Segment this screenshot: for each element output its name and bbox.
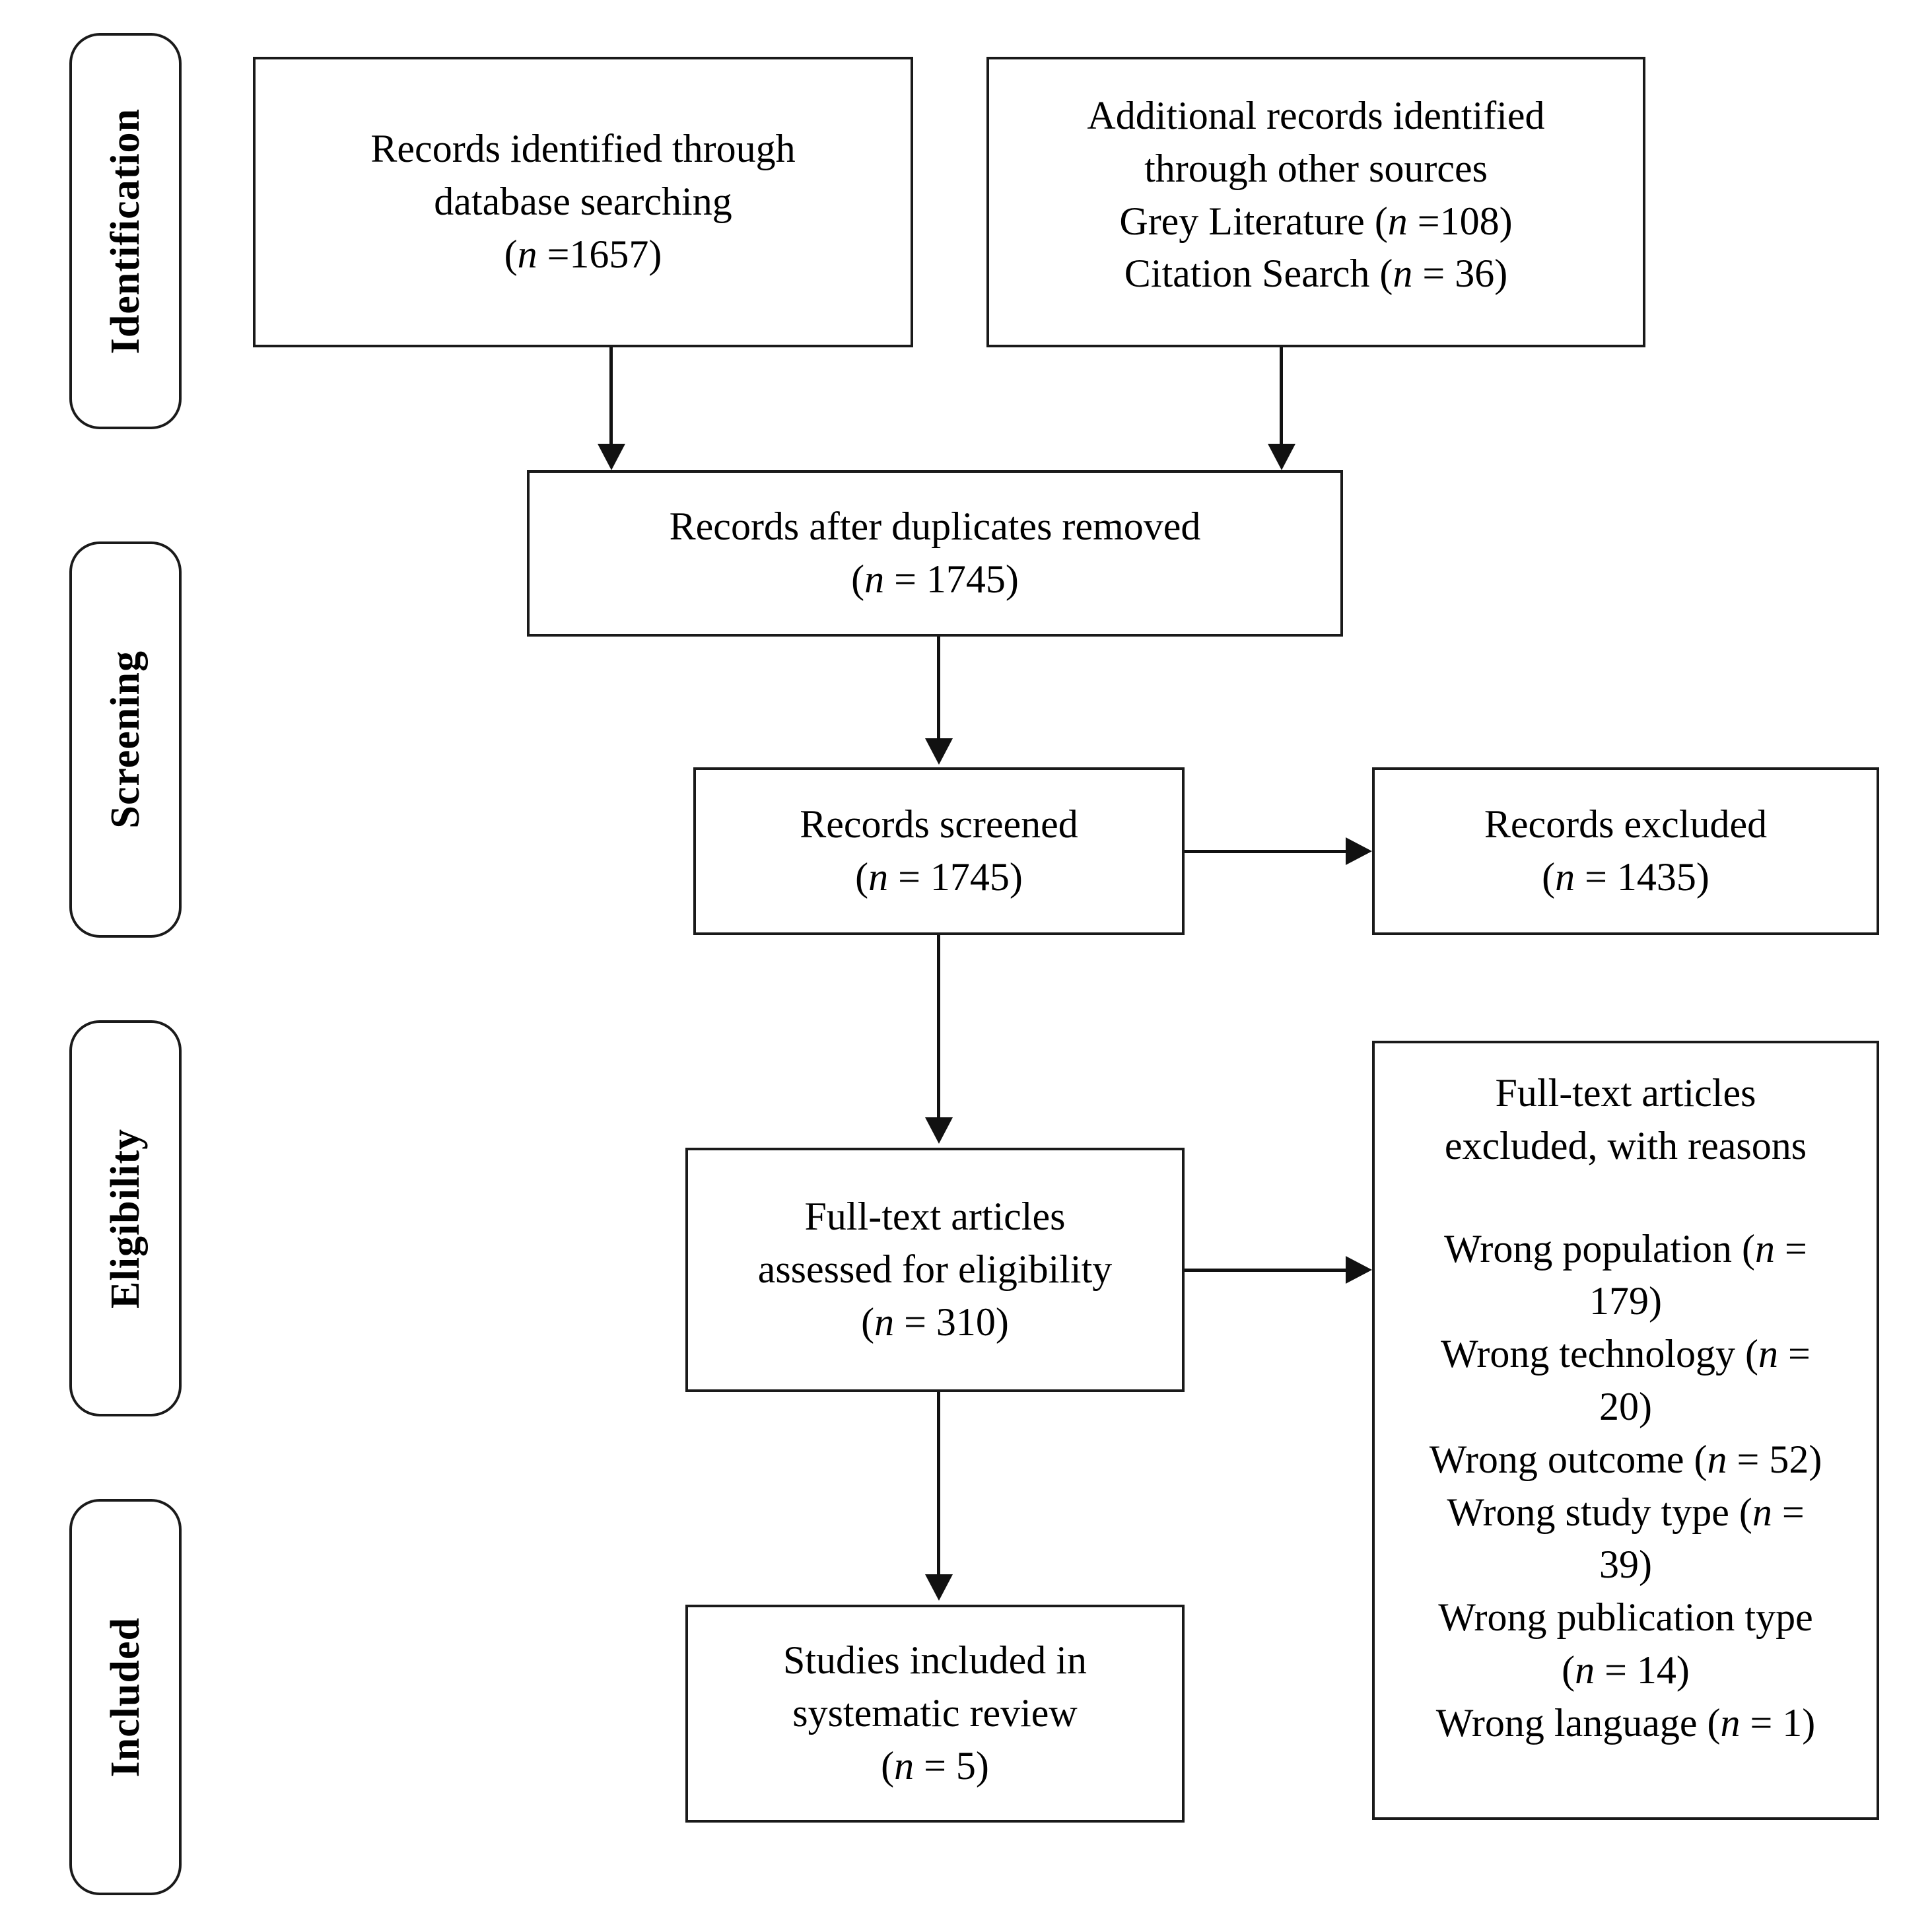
box-fulltext-excluded-reasons: Full-text articles excluded, with reason… (1372, 1041, 1879, 1820)
reason-wrong-population-cont: 179) (1589, 1279, 1662, 1323)
reason-wrong-study-type: Wrong study type (n = (1447, 1490, 1805, 1534)
stage-pill-eligibility: Eligibility (69, 1020, 182, 1416)
box-records-after-duplicates: Records after duplicates removed (n = 17… (527, 470, 1343, 637)
reason-wrong-outcome: Wrong outcome (n = 52) (1429, 1437, 1822, 1481)
fulltext-excluded-heading-1: Full-text articles (1495, 1071, 1756, 1115)
records-excluded-line-1: Records excluded (1484, 802, 1768, 847)
records-identified-count: (n =1657) (504, 232, 662, 276)
connector-screened-to-fulltext (937, 935, 940, 1120)
box-fulltext-assessed: Full-text articles assessed for eligibil… (685, 1148, 1185, 1392)
additional-records-line-1: Additional records identified (1087, 94, 1545, 137)
fulltext-assessed-line-1: Full-text articles (804, 1195, 1066, 1239)
box-records-screened: Records screened (n = 1745) (693, 767, 1185, 935)
stage-pill-identification: Identification (69, 33, 182, 429)
stage-label-screening: Screening (103, 650, 148, 829)
connector-screened-to-excluded (1185, 850, 1347, 853)
records-identified-line-1: Records identified through (370, 127, 796, 171)
arrowhead-additional-to-dedup (1268, 444, 1295, 470)
connector-identified-to-dedup (609, 347, 613, 448)
connector-fulltext-to-included (937, 1392, 940, 1577)
box-records-identified: Records identified through database sear… (253, 57, 913, 347)
after-duplicates-line-1: Records after duplicates removed (669, 505, 1201, 549)
reason-wrong-publication-type: Wrong publication type (1438, 1595, 1813, 1640)
arrowhead-fulltext-to-reasons (1346, 1256, 1372, 1284)
records-excluded-count: (n = 1435) (1542, 855, 1709, 899)
connector-additional-to-dedup (1280, 347, 1283, 448)
stage-label-eligibility: Eligibility (103, 1128, 148, 1309)
arrowhead-screened-to-fulltext (925, 1117, 953, 1144)
fulltext-assessed-count: (n = 310) (861, 1300, 1009, 1344)
reason-wrong-technology-cont: 20) (1599, 1384, 1652, 1428)
stage-label-included: Included (103, 1617, 148, 1778)
records-screened-count: (n = 1745) (855, 855, 1023, 899)
connector-fulltext-to-reasons (1185, 1269, 1347, 1272)
reason-wrong-technology: Wrong technology (n = (1441, 1332, 1811, 1376)
studies-included-line-2: systematic review (792, 1691, 1078, 1735)
reason-wrong-language: Wrong language (n = 1) (1435, 1700, 1816, 1745)
connector-dedup-to-screened (937, 637, 940, 741)
studies-included-line-1: Studies included in (783, 1638, 1087, 1683)
reason-wrong-population: Wrong population (n = (1444, 1226, 1807, 1271)
stage-pill-screening: Screening (69, 541, 182, 938)
stage-label-identification: Identification (103, 108, 148, 355)
additional-records-citation-search: Citation Search (n = 36) (1124, 252, 1508, 296)
box-records-excluded: Records excluded (n = 1435) (1372, 767, 1879, 935)
additional-records-grey-literature: Grey Literature (n =108) (1119, 199, 1513, 243)
additional-records-line-2: through other sources (1144, 146, 1488, 190)
arrowhead-dedup-to-screened (925, 738, 953, 765)
fulltext-excluded-heading-2: excluded, with reasons (1444, 1123, 1807, 1168)
reason-wrong-study-type-cont: 39) (1599, 1543, 1652, 1587)
box-additional-records: Additional records identified through ot… (986, 57, 1645, 347)
arrowhead-identified-to-dedup (598, 444, 625, 470)
stage-pill-included: Included (69, 1499, 182, 1895)
studies-included-count: (n = 5) (881, 1743, 989, 1788)
box-studies-included: Studies included in systematic review (n… (685, 1605, 1185, 1823)
records-identified-line-2: database searching (434, 180, 732, 224)
reason-wrong-publication-type-cont: (n = 14) (1562, 1648, 1690, 1692)
arrowhead-screened-to-excluded (1346, 837, 1372, 865)
fulltext-assessed-line-2: assessed for eligibility (757, 1247, 1113, 1292)
arrowhead-fulltext-to-included (925, 1574, 953, 1601)
after-duplicates-count: (n = 1745) (851, 557, 1019, 601)
records-screened-line-1: Records screened (800, 802, 1078, 847)
